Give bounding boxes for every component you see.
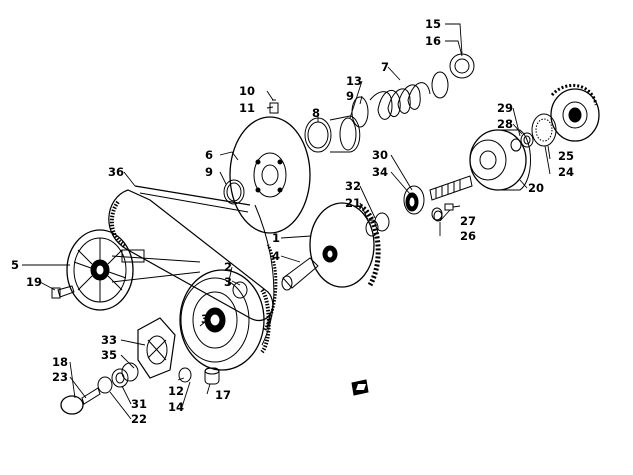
callout-26: 26 — [460, 229, 477, 243]
callout-2: 2 — [224, 260, 233, 274]
callout-31: 31 — [131, 397, 148, 411]
callout-7: 7 — [381, 60, 390, 74]
callout-15: 15 — [425, 17, 442, 31]
callout-19: 19 — [26, 275, 43, 289]
clutch-spring — [351, 53, 475, 128]
bolt-and-cap — [60, 387, 101, 415]
callout-3-spider: 3 — [224, 275, 233, 289]
spider-assembly — [179, 269, 271, 371]
callout-25: 25 — [558, 149, 575, 163]
callout-23: 23 — [52, 370, 69, 384]
thrust-washers — [510, 132, 534, 152]
drive-pin — [281, 257, 319, 291]
callout-22: 22 — [131, 412, 148, 426]
spacer-washers — [97, 362, 139, 394]
callout-30: 30 — [372, 148, 389, 162]
clutch-weight-arm — [137, 317, 220, 385]
driven-sheave — [309, 202, 381, 288]
callout-8: 8 — [312, 106, 321, 120]
fixed-sheave — [223, 116, 311, 234]
mounting-bolt — [51, 285, 75, 299]
callout-28: 28 — [497, 117, 514, 131]
callout-14: 14 — [168, 400, 185, 414]
callout-21: 21 — [345, 196, 362, 210]
callout-5: 5 — [11, 258, 20, 272]
callout-24: 24 — [558, 165, 575, 179]
callout-18: 18 — [52, 355, 69, 369]
bearing-set — [365, 185, 443, 237]
movable-sheave — [66, 229, 201, 311]
callout-17: 17 — [215, 388, 232, 402]
callout-13: 13 — [346, 74, 363, 88]
driven-hub — [429, 129, 531, 201]
callout-20: 20 — [528, 181, 545, 195]
callout-12: 12 — [168, 384, 185, 398]
callout-34: 34 — [372, 165, 389, 179]
logo-mark — [351, 379, 369, 396]
clutch-cap — [531, 83, 600, 147]
callout-1: 1 — [272, 231, 281, 245]
callout-10: 10 — [239, 84, 256, 98]
callout-33: 33 — [101, 333, 118, 347]
callout-36: 36 — [108, 165, 125, 179]
callout-6: 6 — [205, 148, 214, 162]
callout-9-sheave: 9 — [205, 165, 214, 179]
leader-lines — [22, 23, 551, 420]
callout-9-spring: 9 — [346, 89, 355, 103]
callout-35: 35 — [101, 348, 118, 362]
small-bolt — [433, 203, 461, 222]
callout-32: 32 — [345, 179, 362, 193]
drive-belt — [108, 185, 278, 346]
callout-29: 29 — [497, 101, 514, 115]
callout-4: 4 — [272, 249, 281, 263]
callout-3-weight: 3 — [201, 312, 210, 326]
callout-16: 16 — [425, 34, 442, 48]
callout-27: 27 — [460, 214, 477, 228]
callout-11: 11 — [239, 101, 256, 115]
